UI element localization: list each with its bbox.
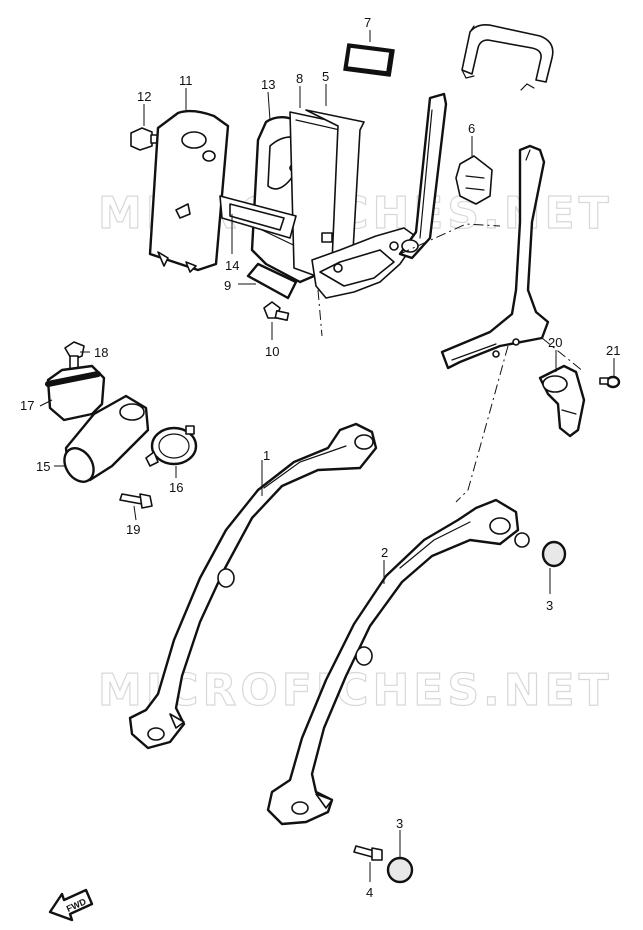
alignment-lines — [317, 223, 585, 503]
part-20-switch — [538, 364, 586, 438]
part-1-rail — [128, 422, 378, 750]
callout-21: 21 — [606, 343, 620, 358]
upper-rail — [398, 92, 448, 260]
part-7-plate — [343, 43, 395, 77]
upright-bar — [440, 144, 550, 370]
callout-7: 7 — [364, 15, 371, 30]
callout-5: 5 — [322, 69, 329, 84]
callout-6: 6 — [468, 121, 475, 136]
callout-12: 12 — [137, 89, 151, 104]
center-bracket — [311, 227, 419, 299]
part-14-strap — [219, 195, 297, 239]
callout-9: 9 — [224, 278, 231, 293]
part-19-bolt — [119, 493, 153, 509]
part-4-bolt — [353, 845, 383, 861]
part-16-ring — [145, 425, 198, 467]
callout-18: 18 — [94, 345, 108, 360]
callout-3-lower: 3 — [396, 816, 403, 831]
part-9-pad — [246, 262, 298, 300]
callout-8: 8 — [296, 71, 303, 86]
part-15-lamp — [63, 394, 150, 483]
part-2-rail — [266, 498, 520, 826]
callout-3-upper: 3 — [546, 598, 553, 613]
leader-lines — [39, 30, 615, 882]
callout-4: 4 — [366, 885, 373, 900]
fwd-arrow-icon: FWD — [48, 888, 94, 922]
callout-14: 14 — [225, 258, 239, 273]
part-17-bracket — [45, 364, 106, 422]
callout-2: 2 — [381, 545, 388, 560]
callout-10: 10 — [265, 344, 279, 359]
part-6-clamp — [455, 155, 493, 205]
callout-20: 20 — [548, 335, 562, 350]
callout-16: 16 — [169, 480, 183, 495]
part-21-screw — [599, 375, 621, 389]
part-18-bolt — [64, 341, 85, 371]
callout-17: 17 — [20, 398, 34, 413]
part-3-cap-upper — [514, 532, 567, 568]
part-10-bolt — [263, 301, 290, 321]
callout-15: 15 — [36, 459, 50, 474]
part-11-side-cover — [148, 109, 230, 273]
callout-1: 1 — [263, 448, 270, 463]
callout-11: 11 — [179, 73, 193, 88]
grab-handle — [461, 24, 554, 91]
part-3-cap-lower — [386, 856, 414, 884]
callout-13: 13 — [261, 77, 275, 92]
callouts: 1 2 3 3 4 5 6 7 8 9 10 11 12 13 14 15 16… — [20, 15, 620, 900]
callout-19: 19 — [126, 522, 140, 537]
